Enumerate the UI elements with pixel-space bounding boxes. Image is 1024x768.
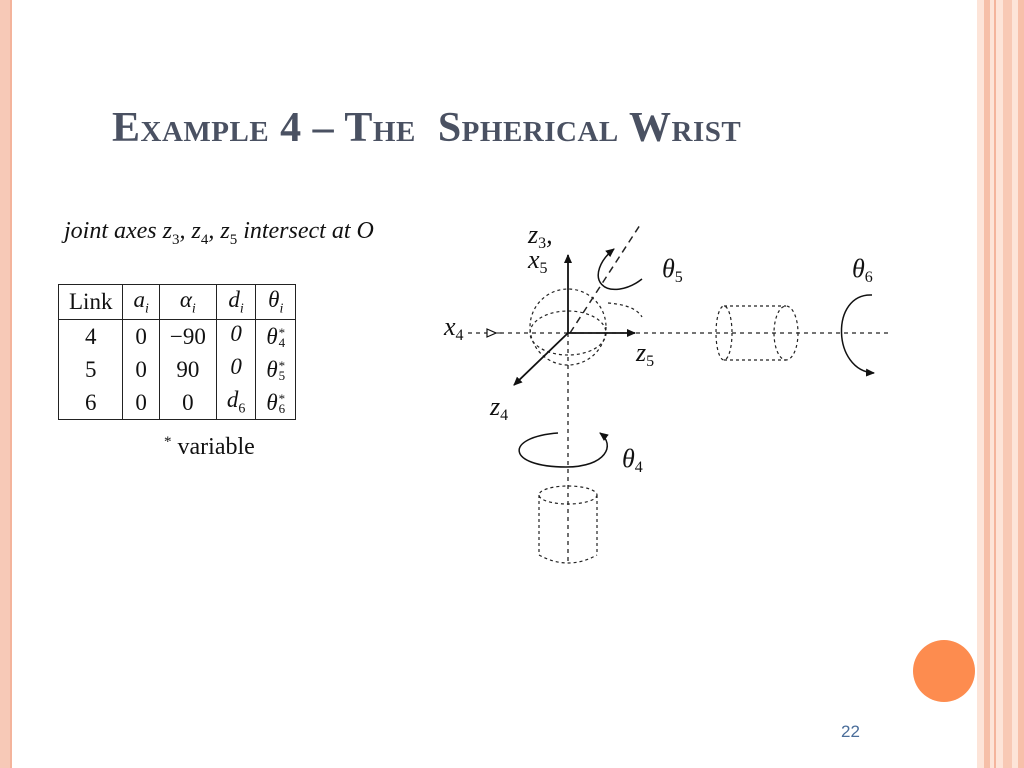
header-theta-sub: i bbox=[279, 301, 284, 317]
cell-d: 0 bbox=[215, 319, 257, 353]
cell-d: d6 bbox=[215, 386, 257, 420]
cell-theta-sym: θ bbox=[266, 356, 278, 382]
cell-a: 0 bbox=[122, 353, 160, 386]
label-theta4: θ4 bbox=[622, 444, 643, 476]
theta4-rotation-arrow bbox=[518, 432, 609, 468]
caption-prefix: joint axes bbox=[64, 218, 163, 244]
cell-theta-sub: 4 bbox=[278, 335, 286, 351]
table-row: 5 0 90 0 θ*5 bbox=[57, 353, 297, 386]
caption-z5: z bbox=[220, 218, 230, 244]
table-row: 4 0 −90 0 θ*4 bbox=[57, 319, 297, 353]
label-x5: x5 bbox=[527, 245, 548, 277]
header-theta: θi bbox=[255, 284, 297, 320]
table-header-row: Link ai αi di θi bbox=[57, 284, 297, 320]
right-frame-stripe bbox=[1018, 0, 1024, 768]
theta5-axis-line bbox=[569, 224, 641, 334]
cell-theta: θ*4 bbox=[255, 319, 297, 353]
cell-d-sub: 6 bbox=[238, 401, 246, 417]
cell-d-value: d bbox=[226, 387, 239, 413]
cell-theta-sup: * bbox=[278, 391, 286, 407]
cell-theta-sup: * bbox=[278, 325, 286, 341]
header-a: ai bbox=[122, 284, 160, 320]
page-number: 22 bbox=[841, 722, 860, 741]
spherical-wrist-diagram: z3, x5 θ5 θ6 x4 z5 z4 θ4 bbox=[443, 220, 890, 565]
cell-theta-sub: 6 bbox=[278, 401, 286, 417]
link-cylinder-horizontal bbox=[715, 305, 799, 361]
sphere-arc bbox=[607, 302, 643, 318]
left-frame-border bbox=[0, 0, 10, 768]
caption-z5-sub: 5 bbox=[229, 231, 238, 248]
cell-theta-sup: * bbox=[278, 358, 286, 374]
right-frame-stripe bbox=[1003, 0, 1012, 768]
theta5-rotation-arrow bbox=[597, 248, 643, 291]
caption-z3: z bbox=[162, 218, 172, 244]
cell-d: 0 bbox=[215, 353, 257, 386]
caption-suffix: intersect at O bbox=[237, 218, 374, 244]
right-frame-stripe bbox=[994, 0, 996, 768]
header-a-sym: a bbox=[133, 286, 145, 312]
sphere-outline bbox=[529, 288, 607, 366]
header-link: Link bbox=[57, 284, 124, 320]
theta6-rotation-arrow bbox=[840, 294, 875, 377]
cell-theta-sym: θ bbox=[266, 389, 278, 415]
caption-z4-sub: 4 bbox=[200, 231, 209, 248]
left-frame-line bbox=[10, 0, 12, 768]
label-x4: x4 bbox=[443, 312, 464, 344]
joint-axes-caption: joint axes z3, z4, z5 intersect at O bbox=[64, 218, 374, 248]
cell-alpha: −90 bbox=[158, 319, 217, 353]
cell-theta-sym: θ bbox=[266, 323, 278, 349]
header-d-sym: d bbox=[228, 286, 240, 312]
right-frame-border bbox=[977, 0, 1024, 768]
label-theta6: θ6 bbox=[852, 254, 873, 286]
decorative-circle bbox=[913, 640, 975, 702]
footnote-text: variable bbox=[177, 434, 255, 460]
header-alpha: αi bbox=[158, 284, 217, 320]
caption-z4: z bbox=[191, 218, 201, 244]
cell-theta-sub: 5 bbox=[278, 368, 286, 384]
header-d-sub: i bbox=[239, 301, 244, 317]
cell-alpha: 90 bbox=[158, 353, 217, 386]
dh-parameter-table: Link ai αi di θi 4 0 −90 0 θ*4 5 0 90 0 … bbox=[57, 284, 297, 420]
right-frame-stripe bbox=[984, 0, 990, 768]
header-theta-sym: θ bbox=[268, 286, 280, 312]
label-z3: z3, bbox=[527, 220, 553, 252]
cell-d-value: 0 bbox=[230, 321, 242, 347]
label-z5: z5 bbox=[635, 338, 654, 370]
cell-theta: θ*6 bbox=[255, 386, 297, 420]
label-theta5: θ5 bbox=[662, 254, 683, 286]
z4-axis-arrow bbox=[513, 332, 569, 386]
cell-d-value: 0 bbox=[230, 354, 242, 380]
caption-z3-sub: 3 bbox=[172, 231, 180, 248]
cell-a: 0 bbox=[122, 319, 160, 353]
cell-a: 0 bbox=[122, 386, 160, 420]
header-d: di bbox=[215, 284, 257, 320]
cell-link: 5 bbox=[57, 353, 124, 386]
header-a-sub: i bbox=[144, 301, 149, 317]
table-row: 6 0 0 d6 θ*6 bbox=[57, 386, 297, 420]
link-cylinder-vertical bbox=[538, 485, 598, 564]
cell-link: 6 bbox=[57, 386, 124, 420]
slide-title: Example 4 – The Spherical Wrist bbox=[112, 105, 742, 151]
table-footnote: * variable bbox=[164, 434, 255, 461]
cell-alpha: 0 bbox=[158, 386, 217, 420]
label-z4: z4 bbox=[489, 392, 508, 424]
header-alpha-sym: α bbox=[179, 286, 192, 312]
cell-theta: θ*5 bbox=[255, 353, 297, 386]
cell-link: 4 bbox=[57, 319, 124, 353]
header-alpha-sub: i bbox=[191, 301, 196, 317]
footnote-star: * bbox=[164, 434, 172, 450]
header-link-label: Link bbox=[69, 289, 113, 314]
